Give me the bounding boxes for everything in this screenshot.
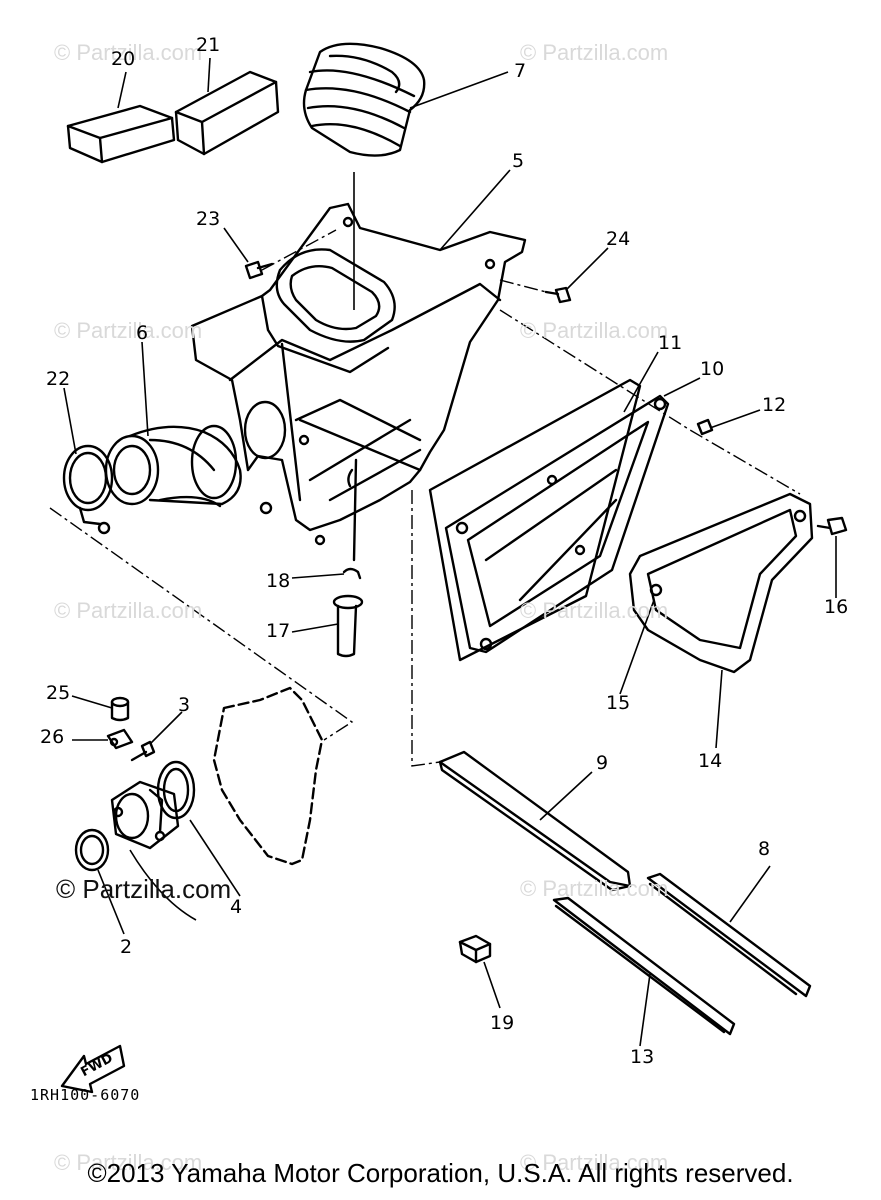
watermark: © Partzilla.com (54, 318, 203, 343)
part-10-plate (444, 394, 670, 654)
leader-10 (663, 377, 701, 397)
watermark: © Partzilla.com (520, 1150, 669, 1175)
callout-12: 12 (762, 394, 787, 416)
callout-19: 19 (490, 1012, 515, 1034)
leader-20 (117, 71, 127, 109)
callout-15: 15 (606, 692, 631, 714)
filter-reference-line (411, 490, 441, 767)
part-20-foam-block (66, 104, 176, 164)
part-18-clip (342, 567, 362, 580)
leader-24 (565, 247, 609, 291)
callout-11: 11 (658, 332, 683, 354)
copyright-notice: ©2013 Yamaha Motor Corporation, U.S.A. A… (87, 1158, 794, 1188)
cover-reference-line (499, 309, 801, 495)
diagram-code: 1RH100-6070 (30, 1086, 141, 1104)
part-9-filter (438, 750, 632, 892)
carb-joint (110, 780, 180, 850)
leader-5 (439, 169, 511, 251)
leader-17 (291, 623, 339, 633)
part-19-block (458, 934, 492, 964)
bolt23-reference-line (261, 229, 337, 271)
leader-12 (709, 409, 761, 429)
leader-7 (409, 71, 509, 109)
callout-9: 9 (596, 752, 609, 774)
part-5-air-box (190, 202, 527, 562)
leader-8 (729, 865, 771, 923)
callout-17: 17 (266, 620, 291, 642)
callout-4: 4 (230, 896, 243, 918)
watermark: © Partzilla.com (520, 318, 669, 343)
leader-4 (189, 819, 241, 897)
part-7-rubber-boot (302, 42, 426, 157)
callout-20: 20 (111, 48, 136, 70)
leader-3 (149, 711, 183, 745)
callout-16: 16 (824, 596, 849, 618)
intake-reference-line (49, 507, 354, 741)
callout-13: 13 (630, 1046, 655, 1068)
part-6-intake-boot (104, 424, 242, 508)
leader-13 (639, 973, 651, 1047)
callout-21: 21 (196, 34, 221, 56)
part-8-screen (646, 872, 812, 998)
part-13-screen (552, 896, 736, 1036)
leader-15 (619, 599, 655, 695)
callout-22: 22 (46, 368, 71, 390)
callout-18: 18 (266, 570, 291, 592)
callout-6: 6 (136, 322, 149, 344)
leader-11 (623, 351, 659, 413)
callout-8: 8 (758, 838, 771, 860)
part-17-drain-tube (332, 594, 364, 658)
watermark-dark: © Partzilla.com (56, 874, 232, 904)
part-2-o-ring (74, 828, 110, 872)
callout-23: 23 (196, 208, 221, 230)
callout-2: 2 (120, 936, 133, 958)
callout-24: 24 (606, 228, 631, 250)
leader-19 (483, 961, 501, 1009)
bolt24-reference-line (499, 279, 547, 293)
part-21-foam-block (174, 70, 280, 156)
leader-21 (207, 57, 211, 93)
leader-14 (715, 669, 723, 749)
part-24-bolt (544, 286, 572, 304)
part-16-screw (816, 516, 848, 536)
leader-22 (63, 387, 77, 455)
leader-18 (291, 573, 345, 579)
part-26-fitting (106, 728, 134, 750)
leader-2 (97, 869, 125, 935)
callout-25: 25 (46, 682, 71, 704)
part-14-cover (628, 492, 814, 674)
callout-14: 14 (698, 750, 723, 772)
part-11-gasket (428, 378, 642, 662)
leader-6 (141, 341, 149, 437)
fwd-arrow-icon (60, 1044, 126, 1094)
leader-9 (539, 771, 593, 821)
carburetor-outline (212, 686, 324, 866)
watermark: © Partzilla.com (520, 598, 669, 623)
leader-25 (71, 695, 113, 709)
callout-26: 26 (40, 726, 65, 748)
callout-10: 10 (700, 358, 725, 380)
part-12-screw (696, 418, 714, 436)
watermark: © Partzilla.com (520, 876, 669, 901)
callout-5: 5 (512, 150, 525, 172)
watermark: © Partzilla.com (54, 1150, 203, 1175)
leader-joint (129, 849, 197, 921)
watermark: © Partzilla.com (54, 598, 203, 623)
part-25-plug (110, 696, 130, 722)
part-3-screw (130, 740, 156, 762)
watermark: © Partzilla.com (520, 40, 669, 65)
leader-23 (223, 227, 249, 263)
watermark: © Partzilla.com (54, 40, 203, 65)
callout-3: 3 (178, 694, 191, 716)
part-22-hose-clamp (62, 444, 114, 535)
callout-7: 7 (514, 60, 527, 82)
part-23-bolt (244, 260, 274, 280)
